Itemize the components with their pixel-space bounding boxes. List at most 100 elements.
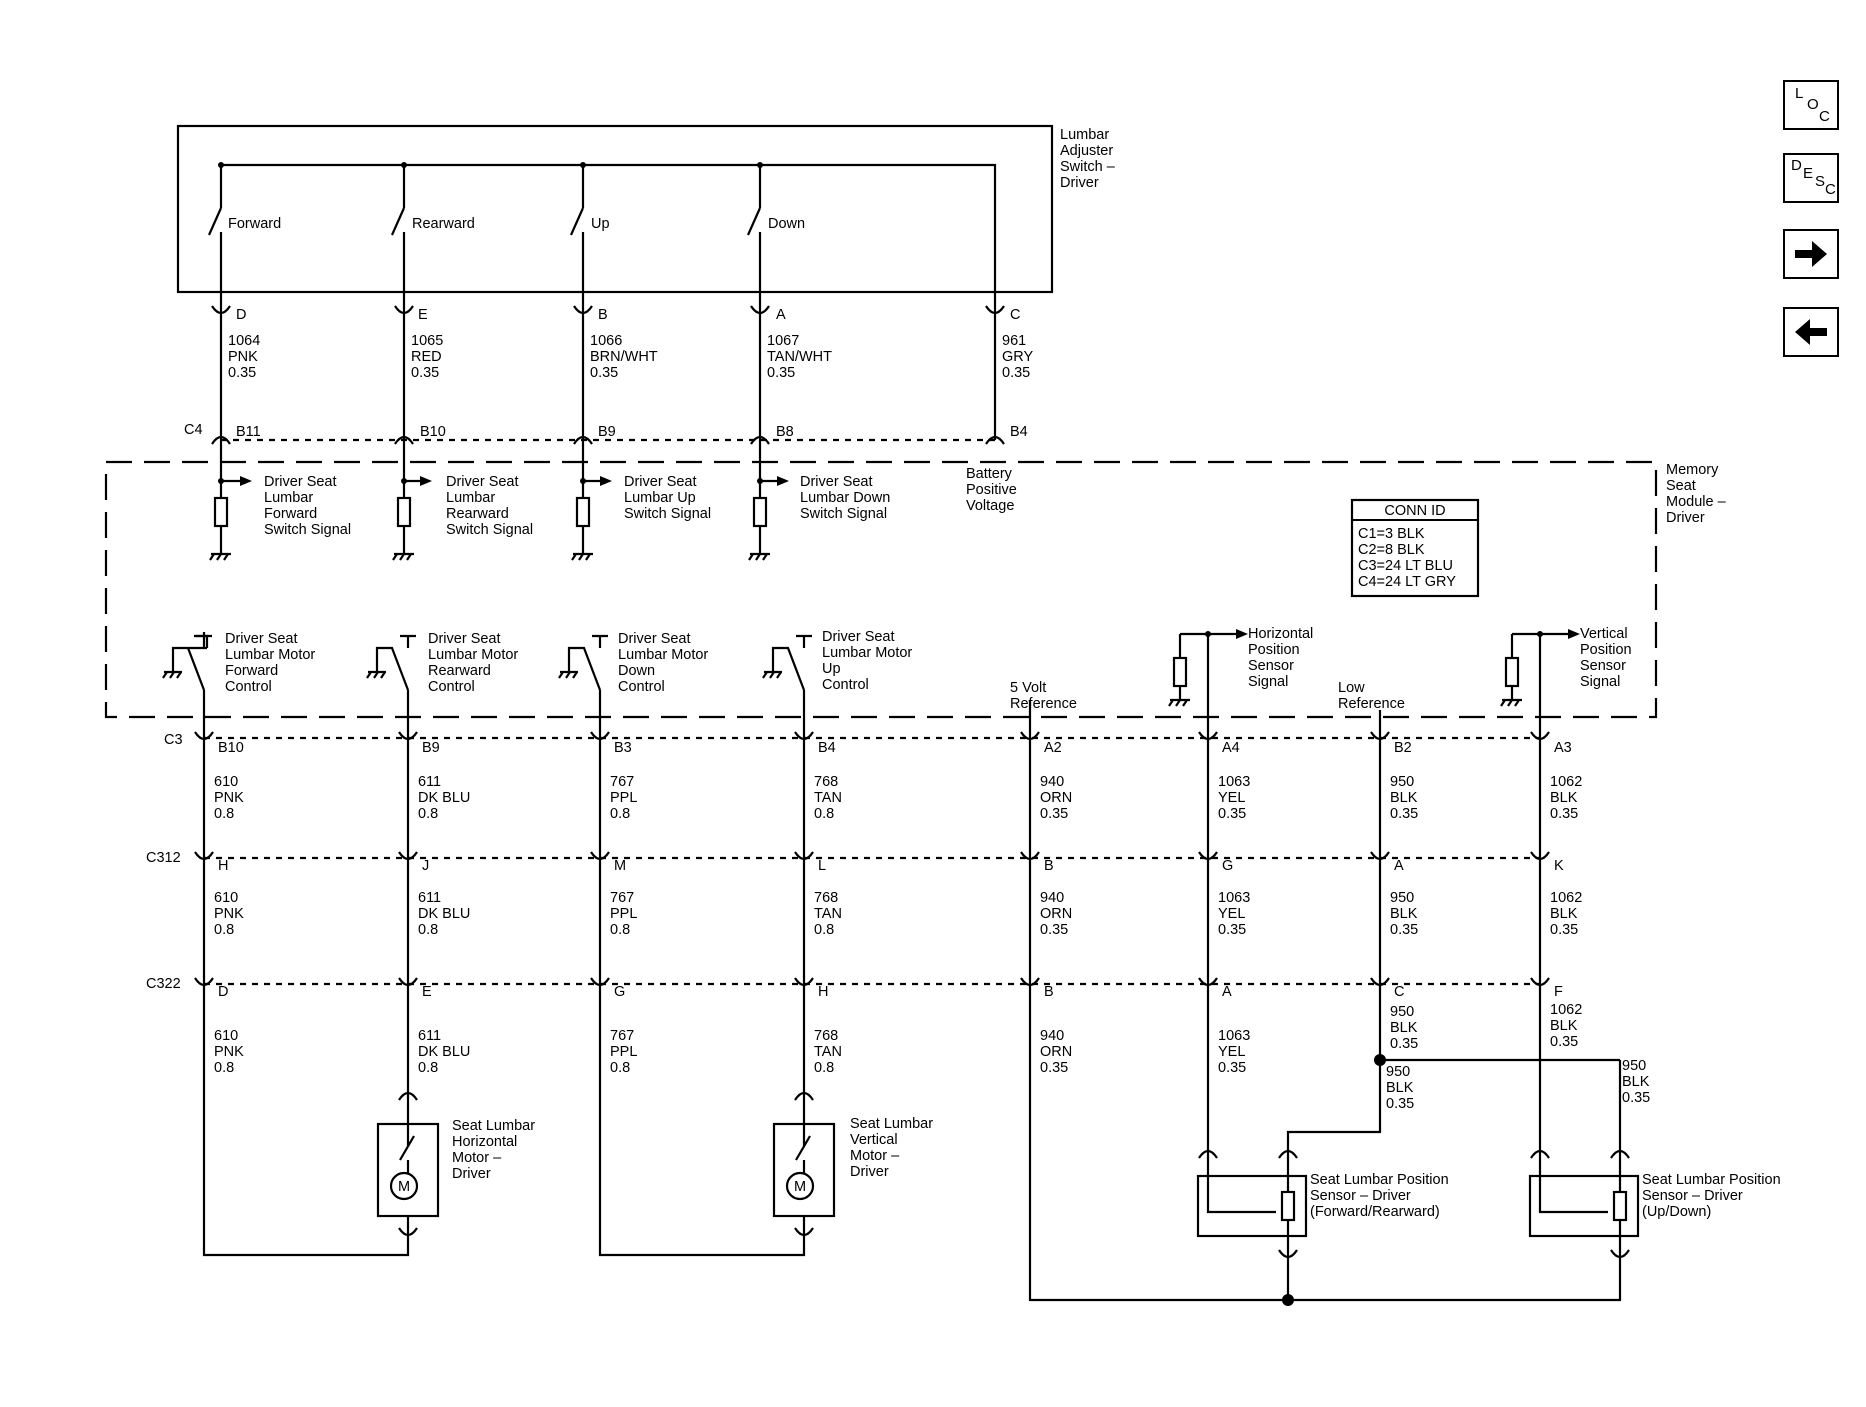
arrow-right-icon [1795,241,1827,267]
hmotor-label: Driver [452,1166,491,1182]
connector-cups [194,305,1630,1259]
pin-label: C [1010,307,1020,323]
wire-number: 768 [814,774,838,790]
wire-gauge: 0.8 [610,922,630,938]
wire-gauge: 0.8 [610,806,630,822]
pin-label: H [218,858,228,874]
diagram-label: Driver Seat [225,631,298,647]
location-button[interactable]: L O C [1783,80,1839,130]
wire-number: 1062 [1550,1002,1582,1018]
wire-number: 1064 [228,333,260,349]
battery-label: Voltage [966,498,1014,514]
wire-color: RED [411,349,442,365]
diagram-label: Driver Seat [428,631,501,647]
diagram-label: Control [618,679,665,695]
diagram-label: Switch Signal [800,506,887,522]
wire-number: 1067 [767,333,799,349]
pin-label: E [418,307,428,323]
five-volt-label: 5 Volt [1010,680,1046,696]
pin-label: G [614,984,625,1000]
wire-number: 950 [1390,890,1414,906]
memory-module-name: Seat [1666,478,1696,494]
battery-label: Battery [966,466,1013,482]
wire-gauge: 0.35 [1550,1034,1578,1050]
wire-number: 1063 [1218,1028,1250,1044]
diagram-label: Rearward [428,663,491,679]
vmotor-label: Seat Lumbar [850,1116,933,1132]
wire-gauge: 0.35 [767,365,795,381]
wire-gauge: 0.35 [1040,806,1068,822]
diagram-label: Switch Signal [446,522,533,538]
diagram-label: Lumbar Motor [618,647,708,663]
wire-color: BLK [1622,1074,1650,1090]
wire-gauge: 0.8 [418,1060,438,1076]
wire-number: 767 [610,774,634,790]
low-ref-label: Reference [1338,696,1405,712]
wire-gauge: 0.8 [814,806,834,822]
wire-number: 940 [1040,1028,1064,1044]
wire-number: 767 [610,1028,634,1044]
desc-letter: E [1803,165,1814,182]
memory-module-name: Module – [1666,494,1727,510]
diagram-label: Driver Seat [446,474,519,490]
conn-id-row: C2=8 BLK [1358,542,1425,558]
sensor2-label: Sensor – Driver [1642,1188,1743,1204]
pin-label: B11 [236,424,261,440]
lumbar-switch-box [176,124,1054,294]
wire-number: 1063 [1218,774,1250,790]
pin-label: E [422,984,432,1000]
pin-label: J [422,858,429,874]
wire-color: PNK [228,349,258,365]
wire-gauge: 0.35 [1040,1060,1068,1076]
h-signal-label: Horizontal [1248,626,1313,642]
wire-color: PNK [214,1044,244,1060]
pin-label: M [614,858,626,874]
connector-c322: C322 [146,976,181,992]
wire-number: 768 [814,1028,838,1044]
wire-number: 961 [1002,333,1026,349]
pin-label: B10 [420,424,446,440]
diagram-label: Driver Seat [822,629,895,645]
pin-label: B8 [776,424,794,440]
diagram-label: Driver Seat [264,474,337,490]
diagram-label: Up [822,661,841,677]
diagram-label: Forward [264,506,317,522]
pin-label: B10 [218,740,244,756]
v-signal-label: Position [1580,642,1632,658]
pin-label: A [1222,984,1232,1000]
wire-color: YEL [1218,790,1245,806]
wire-color: BLK [1390,1020,1418,1036]
wire-color: ORN [1040,790,1072,806]
wire-number: 1065 [411,333,443,349]
v-signal-label: Vertical [1580,626,1628,642]
pin-label: B4 [1010,424,1028,440]
low-ref-label: Low [1338,680,1365,696]
pin-label: B9 [422,740,440,756]
wire-color: BLK [1390,790,1418,806]
wire-color: BLK [1550,1018,1578,1034]
diagram-label: Switch Signal [264,522,351,538]
wire-gauge: 0.8 [214,806,234,822]
wire-gauge: 0.35 [1218,922,1246,938]
pin-label: B [598,307,608,323]
wire-number: 610 [214,890,238,906]
previous-page-button[interactable] [1783,307,1839,357]
loc-letter: C [1819,108,1830,125]
wire-gauge: 0.35 [1002,365,1030,381]
wire-color: ORN [1040,1044,1072,1060]
pin-label: A [1394,858,1404,874]
pin-label: B [1044,984,1054,1000]
description-button[interactable]: D E S C [1783,153,1839,203]
wire-color: YEL [1218,1044,1245,1060]
vmotor-label: Driver [850,1164,889,1180]
five-volt-label: Reference [1010,696,1077,712]
conn-id-title: CONN ID [1384,503,1445,519]
pin-label: A [776,307,786,323]
pin-label: B4 [818,740,836,756]
loc-letter: L [1795,85,1804,102]
hmotor-label: Horizontal [452,1134,517,1150]
arrow-left-icon [1795,319,1827,345]
conn-id-row: C1=3 BLK [1358,526,1425,542]
diagram-label: Lumbar [446,490,495,506]
next-page-button[interactable] [1783,229,1839,279]
